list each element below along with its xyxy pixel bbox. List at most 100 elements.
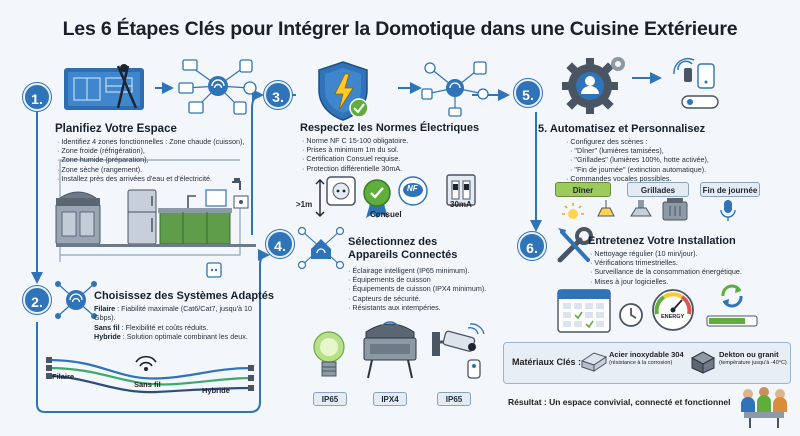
list-item: Norme NF C 15-100 obligatoire. [302,136,408,145]
step-4-heading: Sélectionnez des Appareils Connectés [348,236,458,261]
step-5-list: Configurez des scènes : "Dîner" (lumière… [566,137,709,183]
step-3-number: 3. [264,81,292,109]
people-gathering-icon [741,387,787,428]
option-filaire: Filaire : Fiabilité maximale (Cat6/Cat7,… [94,304,252,323]
list-item: Équipements de cuisson [348,275,486,284]
step-6-list: Nettoyage régulier (10 min/jour). Vérifi… [590,249,742,286]
list-item: Prises à minimum 1m du sol. [302,145,408,154]
material-name: Dekton ou granit [719,350,779,359]
list-item: Vérifications trimestrielles. [590,258,742,267]
smart-hub-icon [55,281,97,319]
stainless-steel-icon [580,352,608,372]
tools-icon [557,227,593,263]
list-item: Résistants aux intempéries. [348,303,486,312]
step-1-list: Identifiez 4 zones fonctionnelles : Zone… [57,137,244,183]
step-3-heading: Respectez les Normes Électriques [300,122,480,134]
calendar-icon [557,289,611,333]
result-text: Résultat : Un espace convivial, connecté… [508,397,731,407]
list-item: Zone sèche (rangement). [57,165,244,174]
nf-logo-icon [398,176,428,206]
smart-bulb-icon [313,331,345,377]
rating-badge: IP65 [313,392,347,406]
step-4-number: 4. [266,230,294,258]
outdoor-socket-icon [326,176,356,206]
shield-bolt-icon [318,61,369,121]
energy-label: ENERGY [661,314,685,320]
grill-station-icon [662,198,688,221]
materials-label: Matériaux Clés : [512,357,582,367]
rcd-label: 30mA [450,200,472,209]
clock-icon [619,303,643,327]
list-item: Configurez des scènes : [566,137,709,146]
step-4-list: Éclairage intelligent (IP65 minimum). Éq… [348,266,486,312]
option-hybride: Hybride : Solution optimale combinant le… [94,332,248,342]
list-item: Certification Consuel requise. [302,154,408,163]
hybride-label: Hybride [202,386,230,395]
filaire-label: Filaire [52,372,75,381]
update-progress-bar [706,315,758,327]
energy-gauge-icon [652,289,694,331]
option-sans-fil: Sans fil : Flexibilité et coûts réduits. [94,322,209,332]
stone-slab-icon [690,351,716,374]
step-2-options: Filaire : Fiabilité maximale (Cat6/Cat7,… [94,304,252,341]
smart-home-network-icon [297,226,345,270]
list-item: "Dîner" (lumières tamisées), [566,146,709,155]
material-note: (température jusqu'à -40°C) [719,360,787,366]
breaker-panel-icon [446,174,476,206]
step-5-heading: 5. Automatisez et Personnalisez [538,123,706,135]
list-item: Capteurs de sécurité. [348,294,486,303]
step-2-number: 2. [23,286,51,314]
step-3-list: Norme NF C 15-100 obligatoire. Prises à … [302,136,408,173]
step-6-heading: Entretenez Votre Installation [588,235,736,247]
consuel-label: Consuel [370,210,402,219]
dimmed-light-icon [562,203,584,219]
list-item: Mises à jour logicielles. [590,277,742,286]
materials-panel [503,342,791,384]
nf-logo-text: NF [407,184,418,193]
power-outlet-icon [206,262,222,278]
list-item: Installez près des arrivées d'eau et d'é… [57,174,244,183]
height-marker-icon [315,179,325,217]
material-note: (résistance à la corrosion) [609,360,673,366]
outdoor-kitchen-illustration [55,189,256,247]
list-item: Zone froide (réfrigération), [57,146,244,155]
cables-diagram [46,355,254,394]
device-network-icon [421,61,489,117]
scene-fin-de-journee-button[interactable]: Fin de journée [700,182,760,197]
list-item: Zone humide (préparation), [57,155,244,164]
step-1-heading: Planifiez Votre Espace [55,123,177,135]
step-6-number: 6. [518,232,546,260]
remote-devices-icon [673,57,719,109]
rating-badge: IPX4 [373,392,407,406]
sans-fil-label: Sans fil [134,380,161,389]
connected-grill-icon [363,321,417,379]
list-item: "Fin de journée" (extinction automatique… [566,165,709,174]
height-label: >1m [296,200,313,209]
rating-badge: IP65 [437,392,471,406]
step-2-heading: Choisissez des Systèmes Adaptés [94,290,274,302]
list-item: Commandes vocales possibles. [566,174,709,183]
network-hub-icon [178,59,257,115]
list-item: Protection différentielle 30mA. [302,164,408,173]
list-item: Nettoyage régulier (10 min/jour). [590,249,742,258]
material-name: Acier inoxydable 304 [609,350,684,359]
microphone-icon [720,200,736,221]
pendant-lamp-icon [597,200,615,217]
certification-medal-icon [363,179,391,218]
water-tap-icon [232,178,241,190]
list-item: "Grillades" (lumières 100%, hotte activé… [566,155,709,164]
scene-grillades-button[interactable]: Grillades [627,182,689,197]
range-hood-icon [630,200,652,217]
list-item: Surveillance de la consommation énergéti… [590,267,741,276]
scene-diner-button[interactable]: Dîner [555,182,611,197]
list-item: Éclairage intelligent (IP65 minimum). [348,266,486,275]
sensor-icon [467,359,481,379]
list-item: Équipements de cuisson (IPX4 minimum). [348,284,486,293]
step-1-number: 1. [23,83,51,111]
list-item: Identifiez 4 zones fonctionnelles : Zone… [57,137,244,146]
page-title: Les 6 Étapes Clés pour Intégrer la Domot… [62,18,738,40]
refresh-icon [721,284,743,308]
step-5-number: 5. [514,79,542,107]
security-camera-icon [432,323,485,356]
blueprint-icon [64,64,144,110]
